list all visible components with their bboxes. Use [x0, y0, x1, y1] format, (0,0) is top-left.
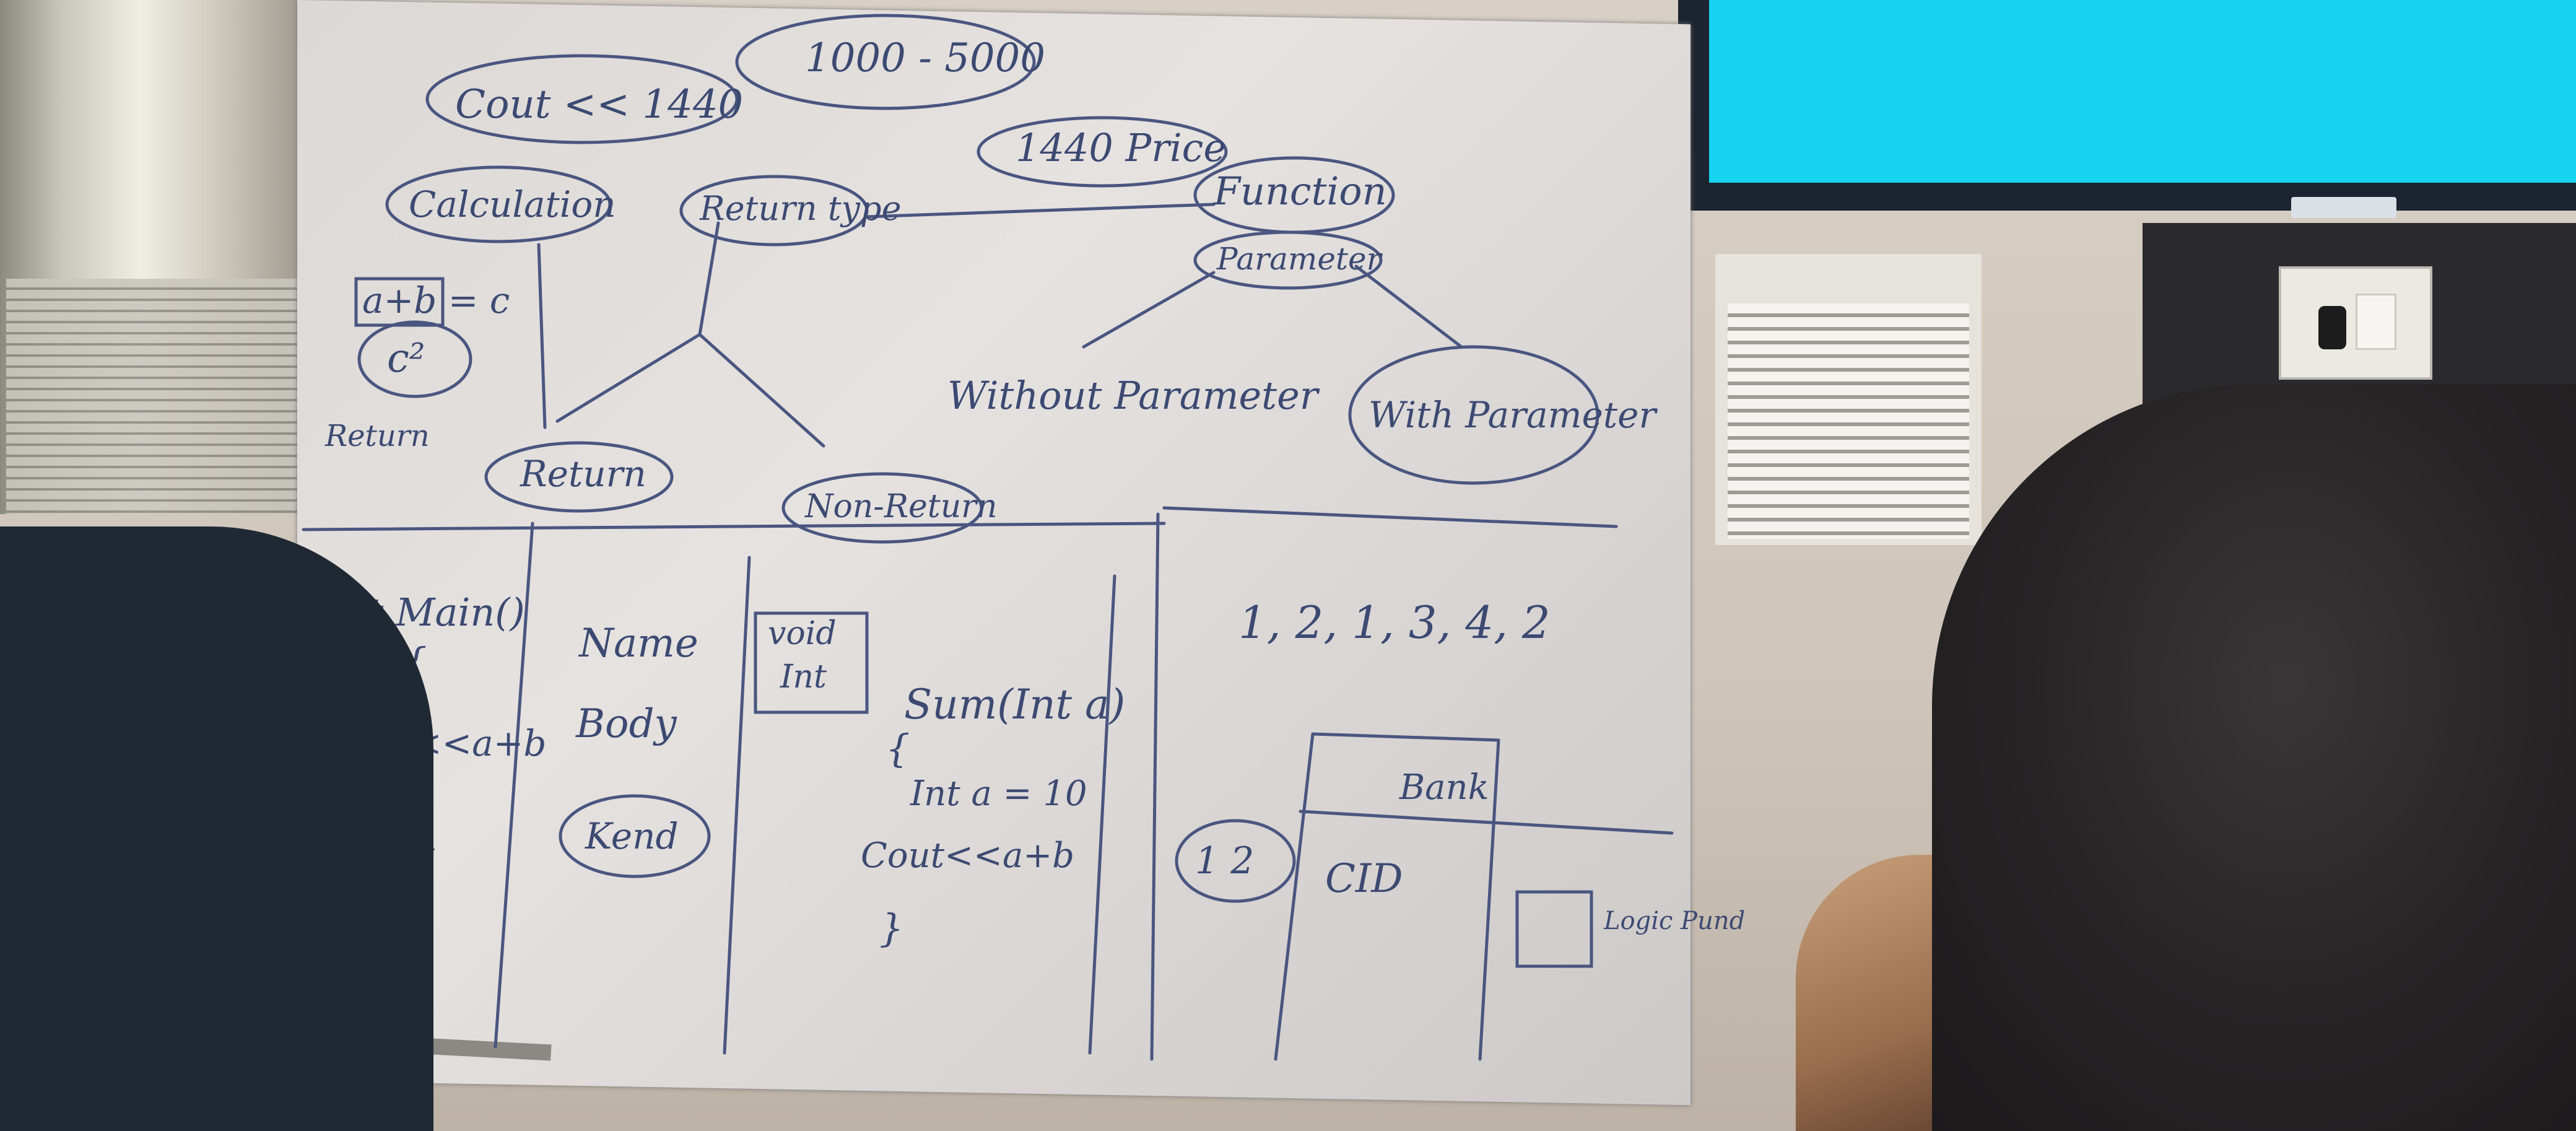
bank-table-top: [1311, 732, 1500, 742]
note-return-type: Return type: [699, 189, 902, 228]
note-function: Function: [1213, 168, 1387, 214]
tree-trunk: [698, 221, 720, 336]
code-body: Body: [575, 701, 677, 747]
ellipse-cout: [425, 54, 739, 144]
bank-table-left: [1274, 732, 1315, 1061]
code-kend: Kend: [585, 815, 679, 857]
divider-col-1: [494, 522, 534, 1049]
code-sum-close: }: [879, 906, 903, 951]
divider-col-2: [723, 556, 751, 1055]
ellipse-square: [357, 320, 472, 398]
note-logic: Logic Pund: [1603, 907, 1745, 935]
ellipse-price: [977, 116, 1228, 188]
param-left-branch: [1082, 271, 1216, 349]
note-non-return: Non-Return: [804, 488, 998, 525]
ellipse-range: [735, 14, 1036, 110]
tv-screen: [1709, 0, 2576, 183]
vent-slats: [1728, 303, 1969, 539]
box-sum-expr: [354, 277, 445, 327]
code-assign: Int a = 10: [910, 774, 1087, 814]
note-square: c²: [387, 336, 425, 382]
note-calculation: Calculation: [409, 183, 616, 225]
note-range: 1000 - 5000: [805, 35, 1045, 81]
code-void: void: [768, 615, 837, 652]
person-left-shoulder: [0, 526, 433, 1131]
person-hair: [1932, 384, 2576, 1131]
note-ids: 1 2: [1195, 839, 1254, 883]
ellipse-with-param: [1348, 345, 1599, 485]
note-cid: CID: [1325, 856, 1403, 902]
divider-horizontal: [302, 522, 1166, 531]
ellipse-kend: [559, 794, 711, 878]
code-sum-cout: Cout<<a+b: [861, 836, 1074, 876]
tree-right-branch: [698, 333, 825, 448]
param-right-branch: [1354, 264, 1463, 349]
divider-right-panel: [1162, 506, 1618, 528]
socket-switch: [2356, 294, 2396, 350]
divider-right-v: [1150, 512, 1160, 1061]
box-void-int: [754, 611, 869, 714]
window-blinds: [6, 279, 303, 514]
tree-left-branch: [555, 333, 702, 423]
ellipse-return-type: [679, 175, 869, 247]
divider-col-3: [1088, 574, 1116, 1055]
bank-table-right: [1478, 738, 1500, 1061]
ellipse-ids: [1175, 819, 1296, 903]
note-with-param: With Parameter: [1368, 394, 1658, 436]
note-cout: Cout << 1440: [455, 82, 743, 128]
ellipse-return-leaf: [484, 441, 674, 513]
ellipse-parameter: [1193, 230, 1383, 290]
note-return-leaf: Return: [520, 453, 646, 495]
code-sum: Sum(Int a): [904, 681, 1125, 728]
plug-icon: [2318, 306, 2346, 349]
note-parameter: Parameter: [1216, 241, 1383, 277]
ellipse-calc: [385, 165, 612, 243]
code-int: Int: [780, 658, 827, 696]
note-sequence: 1, 2, 1, 3, 4, 2: [1238, 596, 1551, 648]
wall-socket: [2279, 266, 2432, 380]
ellipse-non-return: [781, 472, 983, 544]
note-bank: Bank: [1399, 767, 1489, 808]
note-price: 1440 Price: [1016, 125, 1226, 170]
air-vent: [1715, 254, 1982, 545]
tree-link: [865, 203, 1216, 219]
note-without-param: Without Parameter: [947, 373, 1320, 418]
tv-brand-badge: [2291, 197, 2396, 218]
note-return-small: Return: [324, 419, 430, 453]
bank-table-mid: [1299, 810, 1674, 835]
note-sum-expr: a+b = c: [362, 279, 510, 321]
code-sum-open: {: [886, 726, 910, 771]
logic-box: [1515, 890, 1593, 968]
calc-line: [537, 243, 547, 429]
code-name: Name: [578, 621, 698, 666]
